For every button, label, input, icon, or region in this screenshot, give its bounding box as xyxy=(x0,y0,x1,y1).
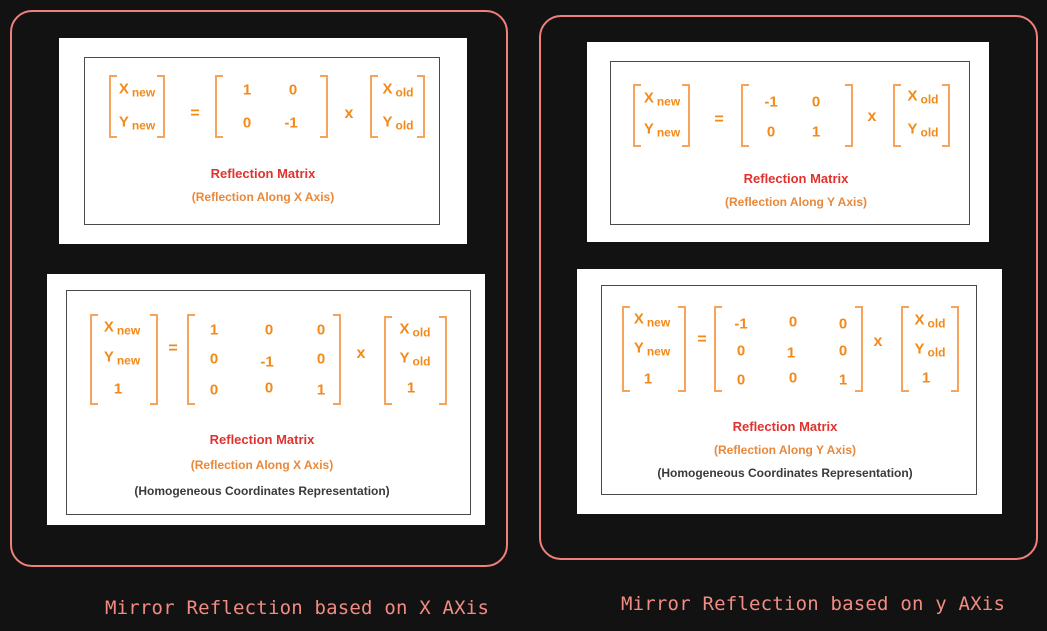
matrix-cell: 0 xyxy=(736,371,746,389)
matrix-cell: 1 xyxy=(838,371,848,389)
matrix-title: Reflection Matrix xyxy=(743,171,849,186)
reflection-matrix: -1 0 0 1 xyxy=(741,84,853,147)
matrix-cell: 0 xyxy=(811,93,821,111)
matrix-cell: 1 xyxy=(316,381,326,399)
matrix-cell: 1 xyxy=(406,379,416,397)
matrix-cell: 1 xyxy=(921,369,931,387)
matrix-cell: 0 xyxy=(838,342,848,360)
matrix-cell: 0 xyxy=(316,350,326,368)
matrix-cell: 0 xyxy=(209,381,219,399)
equals-sign: = xyxy=(697,331,707,348)
matrix-cell: 1 xyxy=(209,321,219,339)
matrix-title: Reflection Matrix xyxy=(209,432,315,447)
matrix-cell: 0 xyxy=(788,313,798,331)
matrix-cell: -1 xyxy=(764,93,778,111)
matrix-cell: 0 xyxy=(736,342,746,360)
left-panel-frame xyxy=(10,10,508,567)
equals-sign: = xyxy=(714,111,724,128)
matrix-cell: 1 xyxy=(113,380,123,398)
matrix-cell: 0 xyxy=(209,350,219,368)
matrix-subtitle: (Reflection Along X Axis) xyxy=(191,190,335,204)
matrix-note: (Homogeneous Coordinates Representation) xyxy=(657,466,913,480)
reflection-matrix: 1 0 0 -1 xyxy=(215,75,328,138)
matrix-cell: -1 xyxy=(284,114,298,132)
matrix-cell: 1 xyxy=(786,344,796,362)
matrix-title: Reflection Matrix xyxy=(210,166,316,181)
matrix-cell: 0 xyxy=(838,315,848,333)
matrix-cell: 1 xyxy=(242,81,252,99)
matrix-cell: -1 xyxy=(734,315,748,333)
right-panel-caption: Mirror Reflection based on y AXis xyxy=(621,593,1006,615)
matrix-cell: 0 xyxy=(288,81,298,99)
matrix-cell: 0 xyxy=(316,321,326,339)
matrix-cell: 0 xyxy=(242,114,252,132)
times-sign: x xyxy=(344,105,354,122)
matrix-cell: 0 xyxy=(264,321,274,339)
times-sign: x xyxy=(867,108,877,125)
reflection-matrix: 1 0 0 0 -1 0 0 0 1 xyxy=(187,314,341,405)
matrix-note: (Homogeneous Coordinates Representation) xyxy=(134,484,390,498)
times-sign: x xyxy=(873,333,883,350)
matrix-title: Reflection Matrix xyxy=(732,419,838,434)
matrix-subtitle: (Reflection Along X Axis) xyxy=(190,458,334,472)
matrix-cell: 1 xyxy=(643,370,653,388)
reflection-matrix: -1 0 0 0 1 0 0 0 1 xyxy=(714,306,863,392)
equals-sign: = xyxy=(168,340,178,357)
matrix-subtitle: (Reflection Along Y Axis) xyxy=(713,443,857,457)
matrix-cell: 0 xyxy=(766,123,776,141)
matrix-cell: 0 xyxy=(264,379,274,397)
times-sign: x xyxy=(356,345,366,362)
equals-sign: = xyxy=(190,105,200,122)
left-panel-caption: Mirror Reflection based on X AXis xyxy=(105,597,490,619)
right-panel-frame xyxy=(539,15,1038,560)
matrix-subtitle: (Reflection Along Y Axis) xyxy=(724,195,868,209)
matrix-cell: 1 xyxy=(811,123,821,141)
matrix-cell: -1 xyxy=(260,353,274,371)
matrix-cell: 0 xyxy=(788,369,798,387)
